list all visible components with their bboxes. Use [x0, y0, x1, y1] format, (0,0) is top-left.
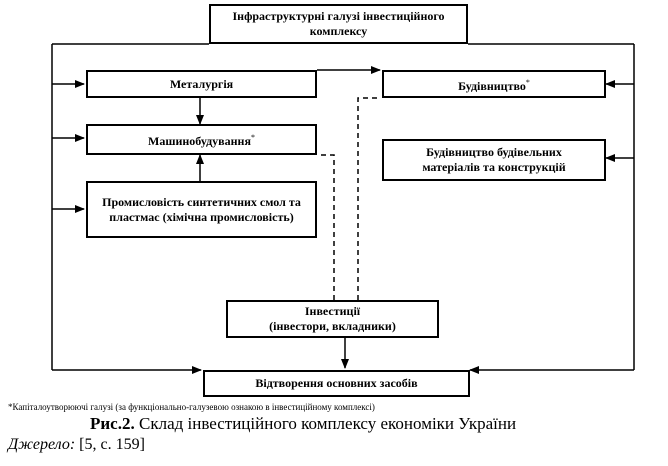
machinebuilding-label: Машинобудування* [148, 133, 255, 148]
source-label: Джерело: [8, 436, 76, 453]
synthetic-resins-box: Промисловість синтетичних смол та пластм… [86, 181, 317, 238]
construction-box: Будівництво* [382, 70, 606, 98]
infrastructure-box: Інфраструктурні галузі інвестиційного ко… [209, 4, 468, 44]
investments-box: Інвестиції (інвестори, вкладники) [226, 300, 439, 338]
figure-caption: Рис.2. Склад інвестиційного комплексу ек… [90, 414, 516, 434]
machinebuilding-box: Машинобудування* [86, 124, 317, 155]
investments-label: Інвестиції [304, 304, 361, 318]
caption-prefix: Рис.2. [90, 414, 135, 433]
infrastructure-label: Інфраструктурні галузі інвестиційного ко… [232, 9, 445, 38]
investments-sublabel: (інвестори, вкладники) [269, 319, 396, 333]
construction-footnote-mark: * [525, 77, 530, 87]
caption-text: Склад інвестиційного комплексу економіки… [134, 414, 517, 433]
building-materials-label: Будівництво будівельних матеріалів та ко… [422, 145, 566, 174]
construction-label: Будівництво* [458, 77, 530, 93]
metallurgy-label: Металургія [169, 76, 234, 91]
footnote: *Капіталоутворюючі галузі (за функціонал… [8, 402, 375, 412]
metallurgy-box: Металургія [86, 70, 317, 98]
source-value: [5, с. 159] [75, 436, 145, 453]
reproduction-label: Відтворення основних засобів [255, 376, 418, 390]
source-line: Джерело: [5, с. 159] [8, 436, 145, 454]
machinebuilding-footnote-mark: * [250, 133, 255, 142]
building-materials-box: Будівництво будівельних матеріалів та ко… [382, 139, 606, 181]
reproduction-box: Відтворення основних засобів [203, 370, 470, 397]
synthetic-resins-label: Промисловість синтетичних смол та пластм… [102, 194, 301, 224]
